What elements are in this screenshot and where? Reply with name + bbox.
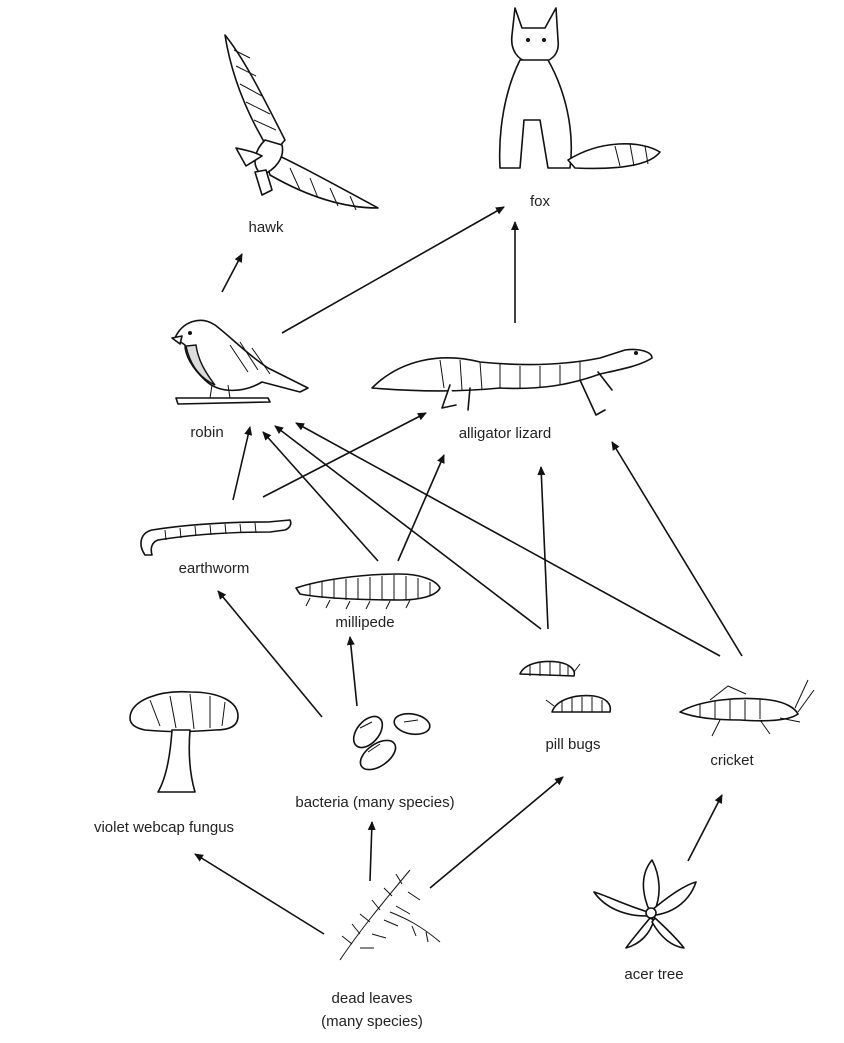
arrow-deadleaves-to-bacteria [367, 821, 376, 882]
arrow-robin-to-hawk [221, 253, 243, 293]
alligator-lizard-drawing [371, 348, 653, 416]
label-robin: robin [190, 424, 223, 441]
arrow-cricket-to-lizard [611, 441, 743, 657]
arrow-acertree-to-cricket [687, 794, 723, 862]
hawk-drawing [224, 34, 379, 211]
label-fox: fox [530, 193, 551, 210]
millipede-drawing [295, 573, 441, 610]
fungus-drawing [129, 690, 239, 793]
label-millipede: millipede [335, 614, 394, 631]
arrow-pillbugs-to-robin [274, 425, 542, 630]
acer-tree-drawing [593, 859, 697, 949]
label-cricket: cricket [710, 752, 754, 769]
arrow-earthworm-to-robin [232, 426, 253, 501]
arrow-bacteria-to-earthworm [217, 590, 323, 718]
cricket-drawing [679, 679, 815, 737]
pill-bugs-drawing [519, 660, 612, 713]
arrow-bacteria-to-millipede [346, 636, 358, 707]
arrow-millipede-to-robin [262, 431, 379, 562]
dead-leaves-drawing [339, 869, 441, 961]
arrow-deadleaves-to-pillbugs [429, 776, 564, 889]
arrows [194, 206, 743, 935]
label-dead-leaves-line1: dead leaves [332, 990, 413, 1007]
fox-drawing [498, 7, 661, 170]
label-violet-webcap-fungus: violet webcap fungus [94, 819, 234, 836]
arrow-millipede-to-lizard [397, 454, 445, 562]
robin-drawing [171, 319, 309, 405]
label-earthworm: earthworm [179, 560, 250, 577]
label-acer-tree: acer tree [624, 966, 683, 983]
label-pill-bugs: pill bugs [545, 736, 600, 753]
arrow-earthworm-to-lizard [262, 412, 427, 498]
arrow-cricket-to-robin [295, 422, 721, 657]
label-dead-leaves-line2: (many species) [321, 1013, 423, 1030]
arrow-deadleaves-to-fungus [194, 853, 325, 935]
label-alligator-lizard: alligator lizard [459, 425, 552, 442]
arrow-robin-to-fox [281, 206, 505, 334]
earthworm-drawing [140, 519, 292, 556]
label-hawk: hawk [248, 219, 284, 236]
arrow-pillbugs-to-lizard [537, 466, 549, 630]
labels: hawk fox robin alligator lizard earthwor… [94, 193, 755, 1030]
bacteria-drawing [352, 712, 431, 771]
label-bacteria: bacteria (many species) [295, 794, 454, 811]
